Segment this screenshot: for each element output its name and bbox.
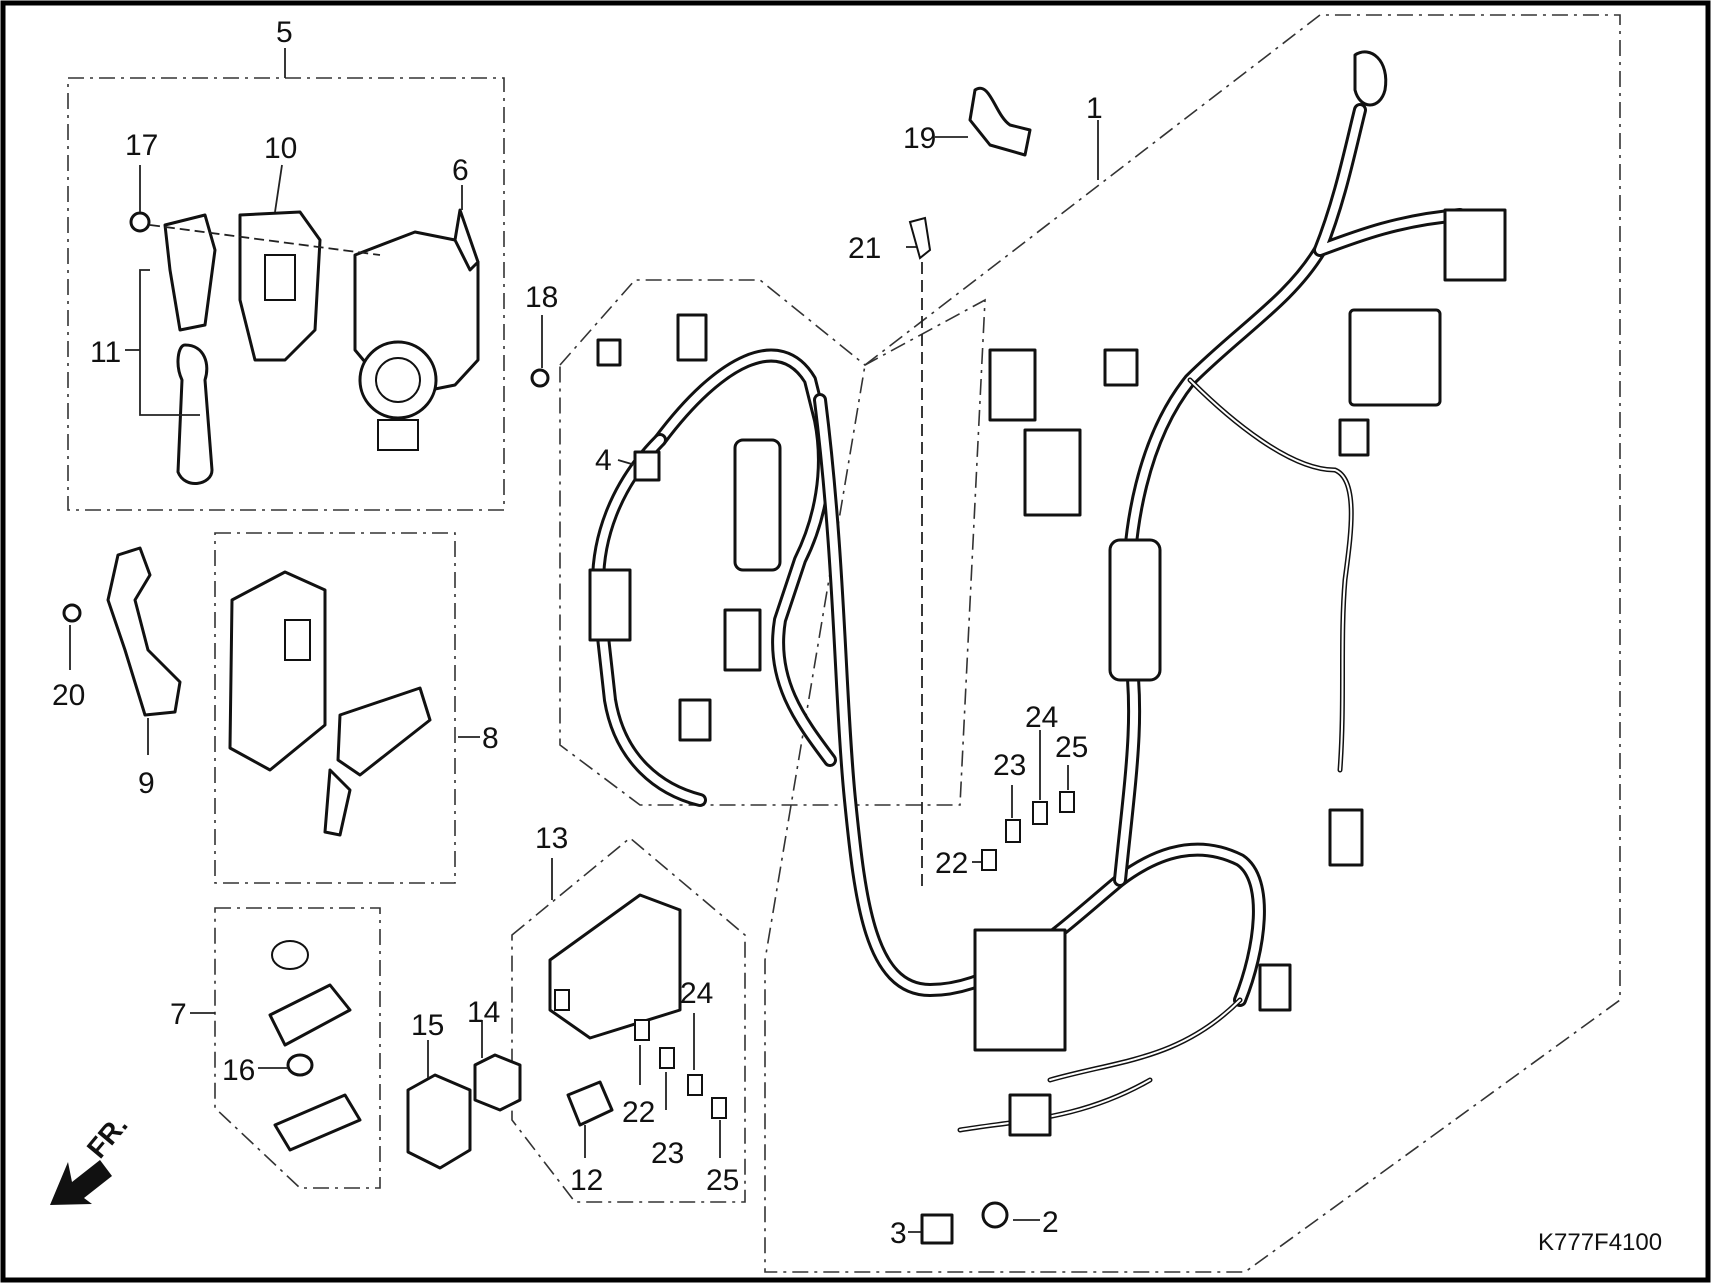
fuse-box-13: [548, 893, 727, 1127]
smart-key-unit-8: [228, 570, 432, 837]
callout-22b: 22: [622, 1096, 655, 1129]
callout-10: 10: [264, 132, 297, 165]
callout-23b: 23: [651, 1137, 684, 1170]
drawing-code: K777F4100: [1538, 1229, 1662, 1256]
leader-4: [617, 459, 636, 466]
relay-15: [406, 1073, 472, 1170]
group-box-13: [511, 836, 746, 1203]
group-box-1: [764, 14, 1621, 1273]
callout-5: 5: [276, 16, 293, 49]
fasteners-main: [908, 86, 1075, 1245]
callout-12: 12: [570, 1164, 603, 1197]
leader-11: [139, 269, 200, 416]
callout-14: 14: [467, 996, 500, 1029]
callout-22a: 22: [935, 847, 968, 880]
callout-25a: 25: [1055, 731, 1088, 764]
callout-16: 16: [222, 1054, 255, 1087]
front-direction-arrow-icon: [50, 1160, 112, 1205]
sub-harness-left: [588, 313, 837, 807]
callout-9: 9: [138, 767, 155, 800]
group-box-harness-left: [559, 279, 986, 806]
callout-25b: 25: [706, 1164, 739, 1197]
callout-24a: 24: [1025, 701, 1058, 734]
relay-14: [473, 1053, 522, 1112]
callout-8: 8: [482, 722, 499, 755]
callout-13: 13: [535, 822, 568, 855]
key-fob-parts-7: [268, 940, 362, 1152]
ignition-switch-assembly: [129, 208, 550, 485]
callout-6: 6: [452, 154, 469, 187]
front-direction-label: FR.: [81, 1109, 134, 1163]
main-wire-harness-1: [813, 50, 1507, 1137]
callout-1: 1: [1086, 92, 1103, 125]
group-box-5: [67, 77, 505, 511]
callout-19: 19: [903, 122, 936, 155]
callout-15: 15: [411, 1009, 444, 1042]
group-box-7: [214, 907, 381, 1189]
callout-20: 20: [52, 679, 85, 712]
bracket-part-9: [62, 546, 182, 717]
callout-4: 4: [595, 444, 612, 477]
group-box-8: [214, 532, 456, 884]
callout-23a: 23: [993, 749, 1026, 782]
leader-axis-5: [149, 224, 381, 256]
callout-21: 21: [848, 232, 881, 265]
callout-24b: 24: [680, 977, 713, 1010]
callout-3: 3: [890, 1217, 907, 1250]
callout-17: 17: [125, 129, 158, 162]
callout-2: 2: [1042, 1206, 1059, 1239]
callout-18: 18: [525, 281, 558, 314]
callout-11: 11: [90, 336, 121, 369]
leader-10: [274, 164, 283, 213]
callout-7: 7: [170, 998, 187, 1031]
